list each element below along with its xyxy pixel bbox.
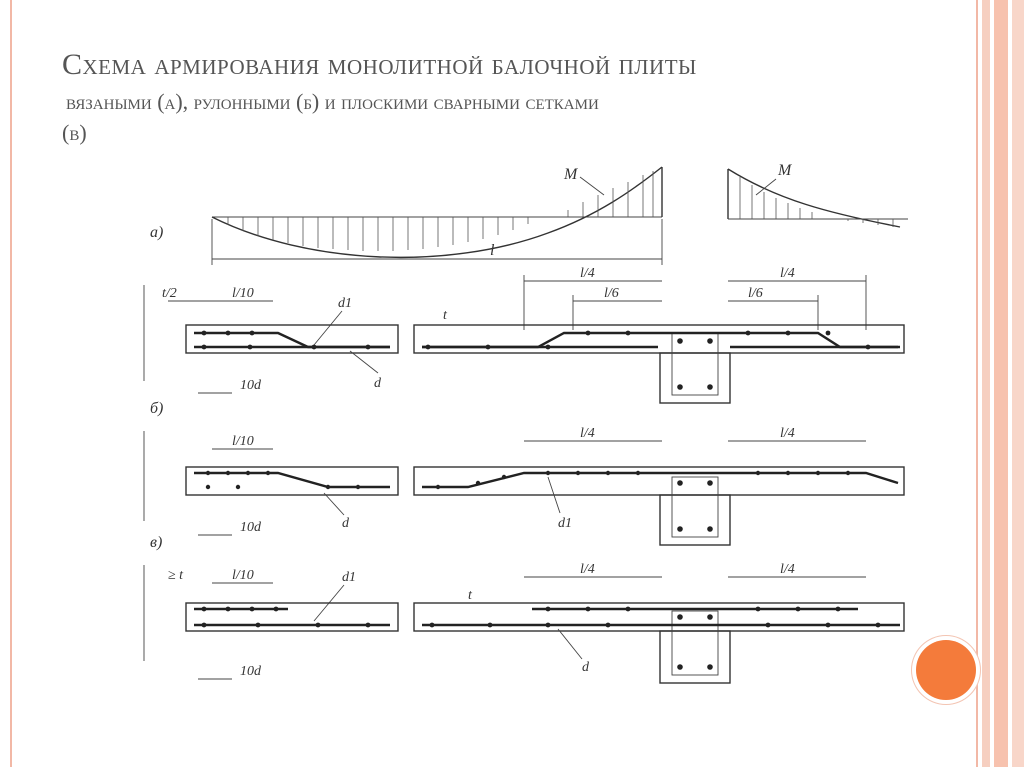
label-moment-left: M (563, 166, 579, 183)
moment-curve-right (727, 168, 901, 228)
label-a-sixth-right: l/6 (748, 286, 763, 301)
reinforcement-diagram-svg: а) M (143, 162, 908, 684)
label-b-quarter-left: l/4 (580, 426, 595, 441)
bar-a-bent-right (422, 331, 898, 349)
leader-a-d (349, 350, 379, 374)
slide-title: Схема армирования монолитной балочной пл… (62, 48, 697, 81)
label-a-quarter-left: l/4 (580, 266, 595, 281)
leader-b-d (323, 492, 345, 516)
beam-a (659, 352, 731, 404)
label-c-quarter-right: l/4 (780, 562, 795, 577)
label-variant-a: а) (150, 224, 163, 241)
label-b-d: d (342, 516, 350, 531)
moment-hatching-right (739, 177, 894, 227)
bar-c-dots (201, 606, 881, 670)
label-a-10d: 10d (240, 378, 262, 393)
moment-diagram-span: M (211, 166, 663, 259)
leader-b-d1 (547, 476, 561, 514)
slab-a-left-segment (185, 324, 399, 354)
slab-c: в) ≥ t l/10 d1 l/4 l/4 t d 10d (143, 534, 905, 684)
beam-b-stirrup (671, 476, 719, 538)
label-a-tenth: l/10 (232, 286, 254, 301)
slide-subtitle: вязаными (а), рулонными (б) и плоскими с… (62, 89, 922, 114)
label-moment-right: M (777, 162, 793, 179)
label-b-10d: 10d (240, 520, 262, 535)
slab-a-right-segment (413, 324, 905, 354)
slab-b-right-segment (413, 466, 905, 496)
slide-subtitle-line2: (в) (62, 119, 87, 145)
bar-b-dots (205, 470, 851, 532)
moment-hatching (227, 171, 654, 251)
bar-a-dots (201, 330, 871, 390)
slab-c-left-segment (185, 602, 399, 632)
reinforcement-diagram: а) M (128, 155, 918, 695)
decor-stripe (1012, 0, 1024, 767)
accent-circle (916, 640, 976, 700)
label-c-tenth: l/10 (232, 568, 254, 583)
leader-moment-left (579, 176, 605, 196)
label-c-d1: d1 (342, 570, 356, 585)
slab-b-left-segment (185, 466, 399, 496)
slab-a: l/4 l/6 l/4 l/6 t/2 l/10 d1 t (143, 266, 905, 404)
beam-b (659, 494, 731, 546)
label-a-quarter-right: l/4 (780, 266, 795, 281)
label-a-sixth-left: l/6 (604, 286, 619, 301)
label-a-d1: d1 (338, 296, 352, 311)
label-c-10d: 10d (240, 664, 262, 679)
label-half-thickness: t/2 (162, 286, 177, 301)
beam-c-stirrup (671, 610, 719, 676)
label-b-d1: d1 (558, 516, 572, 531)
label-variant-b: б) (150, 400, 163, 417)
bar-a-bent-left (194, 331, 390, 349)
label-b-quarter-right: l/4 (780, 426, 795, 441)
leader-moment-right (755, 178, 777, 196)
bar-b-rolled-left (194, 471, 390, 489)
slab-c-right-segment (413, 602, 905, 632)
leader-c-d (557, 628, 583, 660)
leader-a-d1 (313, 310, 343, 346)
label-c-d: d (582, 660, 590, 675)
label-b-tenth: l/10 (232, 434, 254, 449)
label-min-thickness: ≥ t (168, 568, 184, 583)
bar-b-rolled-right (422, 471, 899, 489)
label-span: l (490, 242, 495, 259)
label-c-thickness: t (468, 588, 473, 603)
moment-curve (211, 166, 663, 259)
label-c-quarter-left: l/4 (580, 562, 595, 577)
moment-diagram-support: M (727, 162, 908, 228)
label-a-d: d (374, 376, 382, 391)
slab-b: б) l/10 l/4 l/4 d d1 10d (143, 400, 905, 546)
slide-subtitle-line1: вязаными (а), рулонными (б) и плоскими с… (66, 88, 599, 114)
beam-c (659, 630, 731, 684)
slide-title-block: Схема армирования монолитной балочной пл… (62, 48, 922, 145)
label-variant-c: в) (150, 534, 162, 551)
decor-stripe (982, 0, 990, 767)
label-a-thickness: t (443, 308, 448, 323)
slide-frame (10, 0, 978, 767)
decor-stripe (994, 0, 1008, 767)
